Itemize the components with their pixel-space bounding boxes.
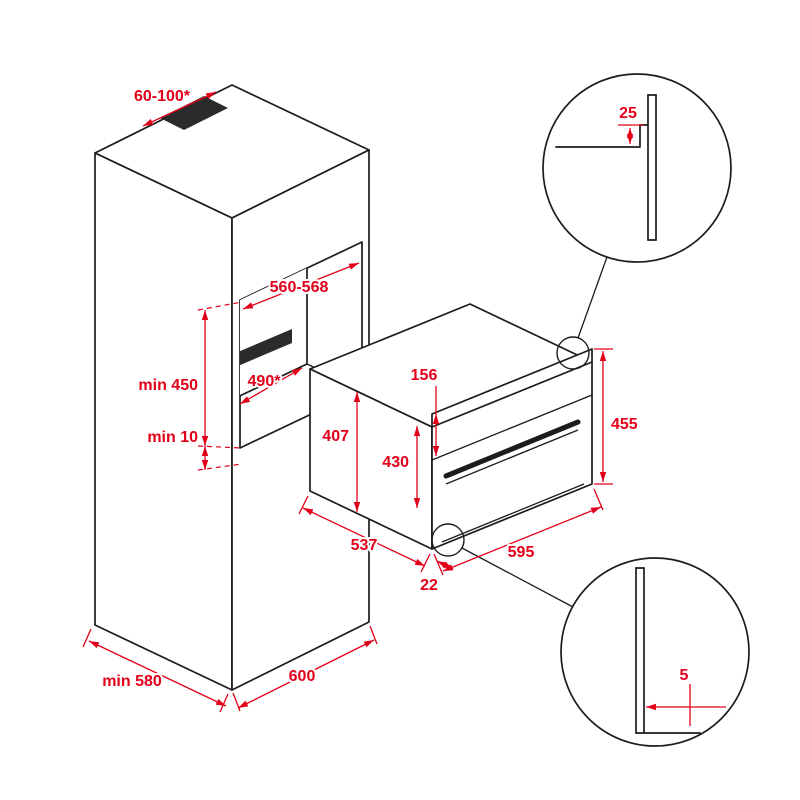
dim-ext-width-right xyxy=(369,625,378,645)
dim-ext-depth-left xyxy=(82,628,92,648)
niche-shelf-bracket xyxy=(240,329,292,366)
dim-ext-niche-bottom xyxy=(197,445,243,449)
dim-line-vent xyxy=(142,91,217,127)
detail-top-bubble xyxy=(542,73,732,263)
dim-ext-595-right xyxy=(593,488,604,511)
dim-label-niche-height: min 450 xyxy=(138,377,198,394)
dim-line-537 xyxy=(302,507,426,567)
dimensions: 60-100* 560-568 min 450 min 10 490* min … xyxy=(82,86,640,713)
dim-label-455: 455 xyxy=(611,416,638,433)
oven-top-front-seam xyxy=(431,361,593,428)
dim-line-cabinet-width xyxy=(237,639,375,709)
dim-label-407: 407 xyxy=(322,428,349,445)
dim-label-156: 156 xyxy=(411,367,438,384)
door-handle xyxy=(443,419,581,479)
detail-marker-top-circle xyxy=(556,336,590,370)
dim-line-cabinet-depth xyxy=(88,640,227,707)
dim-ext-niche-top xyxy=(197,301,243,311)
dim-label-niche-depth: 490* xyxy=(248,373,282,390)
detail-top-cabinet-profile xyxy=(555,124,649,148)
dim-label-vent: 60-100* xyxy=(134,88,191,105)
dim-label-min10: min 10 xyxy=(147,429,198,446)
cabinet-left-face xyxy=(94,152,233,691)
dim-ext-depth-right xyxy=(219,693,229,713)
detail-connector-top xyxy=(577,256,608,339)
dim-line-22 xyxy=(436,560,454,570)
detail-view-bottom: 5 xyxy=(560,557,750,747)
dim-label-top-clearance: 25 xyxy=(619,105,637,122)
dim-label-niche-width: 560-568 xyxy=(270,279,329,296)
dim-ext-537-right xyxy=(420,553,431,573)
dim-label-cabinet-depth: min 580 xyxy=(102,673,162,690)
dim-label-537: 537 xyxy=(351,537,378,554)
dim-label-430: 430 xyxy=(382,454,409,471)
dim-ext-min10 xyxy=(197,463,243,471)
dim-line-595 xyxy=(442,506,602,572)
dim-label-595: 595 xyxy=(508,544,535,561)
detail-bottom-bubble xyxy=(560,557,750,747)
dim-label-cabinet-width: 600 xyxy=(289,668,316,685)
dim-line-niche-width xyxy=(242,262,360,310)
dim-ext-595-left xyxy=(433,553,444,576)
oven-unit xyxy=(309,303,593,550)
dim-label-22: 22 xyxy=(420,577,438,594)
door-handle-shadow-line xyxy=(445,429,579,485)
dim-ext-width-left xyxy=(232,692,241,712)
dim-ext-537-left xyxy=(298,495,309,515)
detail-view-top: 25 xyxy=(542,73,732,263)
dim-line-niche-depth xyxy=(239,367,303,405)
control-panel-bottom-line xyxy=(431,394,593,461)
dim-label-side-clearance: 5 xyxy=(680,667,689,684)
